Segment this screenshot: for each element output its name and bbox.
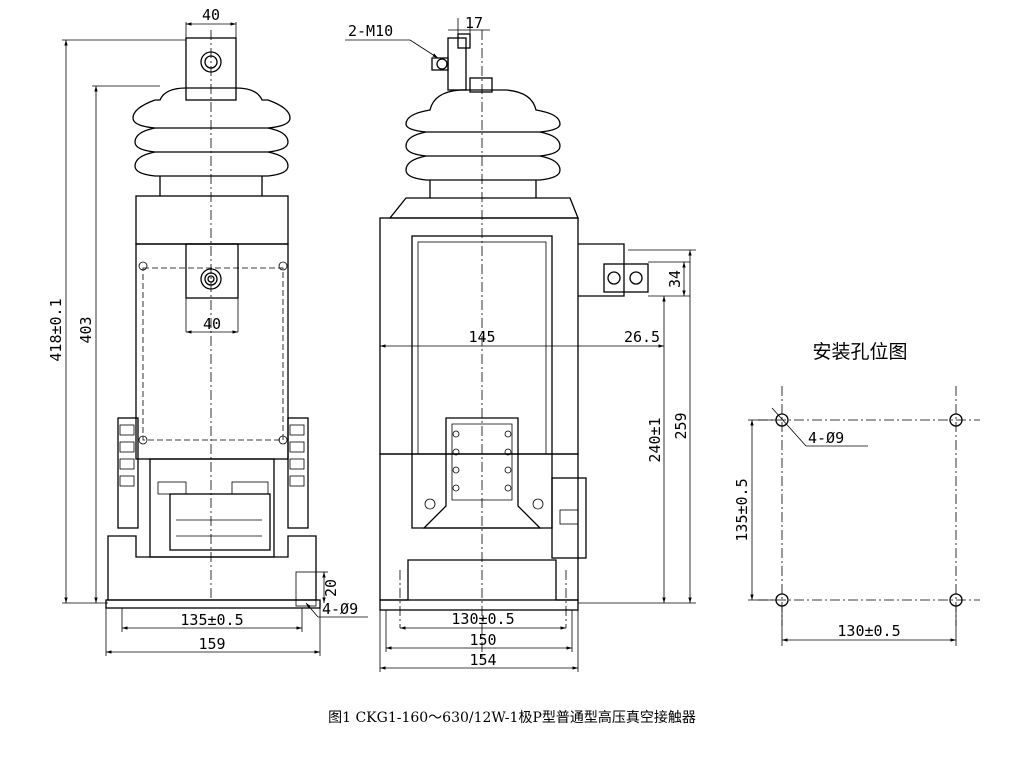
mounting-view: 安装孔位图 4-Ø9 135±0.5 130±0.5 [733,341,980,646]
side-terminal-height: 34 [666,270,684,288]
figure-caption: 图1 CKG1-160～630/12W-1极P型普通型高压真空接触器 [328,709,696,726]
front-foot-height: 20 [322,579,340,597]
front-base-hole-span: 135±0.5 [180,611,243,629]
front-hole-callout: 4-Ø9 [322,600,358,618]
mounting-title: 安装孔位图 [812,341,907,363]
mounting-horizontal-span: 130±0.5 [837,622,900,640]
side-height-total: 259 [672,412,690,439]
side-hole-span: 130±0.5 [451,610,514,628]
front-inner-height: 403 [77,316,95,343]
side-view: 2-M10 17 34 145 26.5 259 240±1 130±0.5 1… [345,14,696,672]
side-base-outer: 154 [469,651,496,669]
front-base-width: 159 [198,635,225,653]
side-bolt-callout: 2-M10 [348,22,393,40]
side-body-width: 145 [468,328,495,346]
front-top-width: 40 [202,6,220,24]
front-mid-width: 40 [203,315,221,333]
mounting-vertical-span: 135±0.5 [733,478,751,541]
mounting-hole-callout: 4-Ø9 [808,429,844,447]
side-height-mid: 240±1 [646,417,664,462]
front-view: 40 40 418±0.1 403 20 4-Ø9 135±0.5 159 [47,6,368,656]
side-terminal-offset: 26.5 [624,328,660,346]
mount-hole-top-right [949,413,963,427]
side-base-inner: 150 [469,631,496,649]
side-top-plate-width: 17 [465,14,483,32]
front-total-height: 418±0.1 [47,298,65,361]
